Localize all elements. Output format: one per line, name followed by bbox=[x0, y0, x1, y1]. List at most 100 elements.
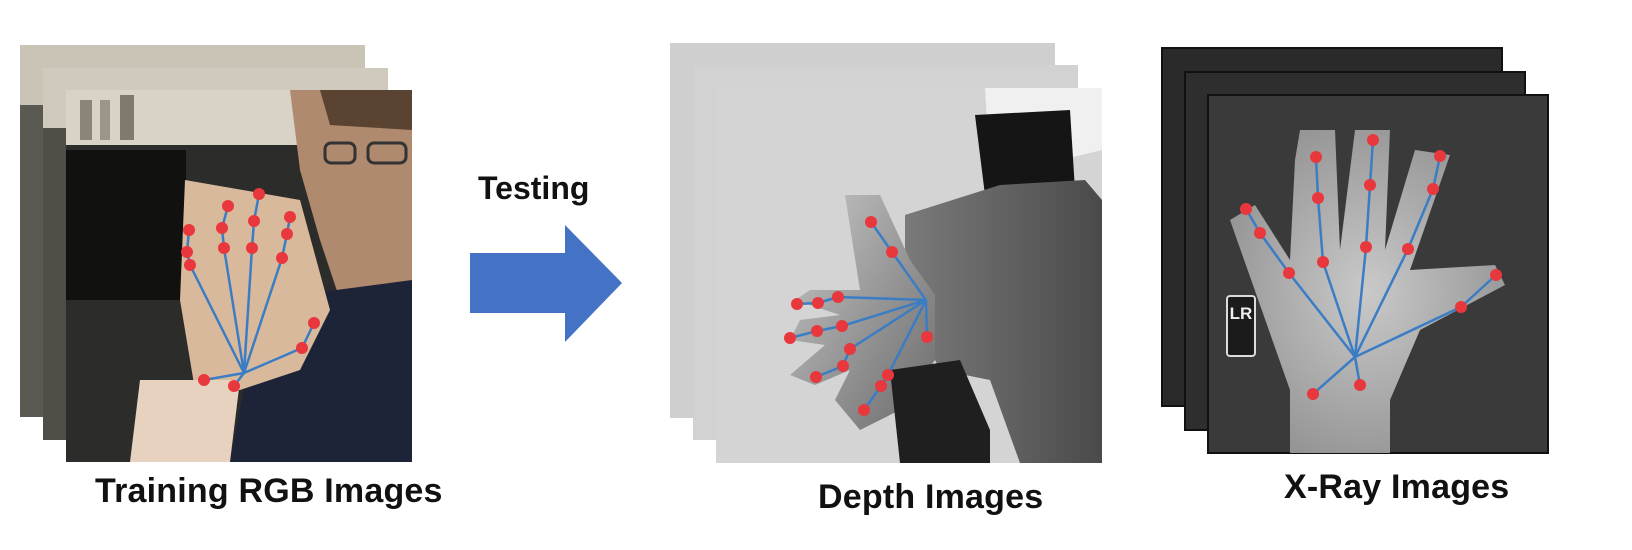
joint-marker bbox=[1307, 388, 1319, 400]
joint-marker bbox=[216, 222, 228, 234]
joint-marker bbox=[181, 246, 193, 258]
bone-line bbox=[1354, 305, 1462, 359]
joint-marker bbox=[1427, 183, 1439, 195]
joint-marker bbox=[886, 246, 898, 258]
joint-marker bbox=[183, 224, 195, 236]
joint-marker bbox=[281, 228, 293, 240]
bone-line bbox=[1460, 274, 1497, 308]
xray-skeleton bbox=[1240, 134, 1502, 400]
joint-marker bbox=[812, 297, 824, 309]
bone-line bbox=[203, 371, 245, 382]
joint-marker bbox=[1240, 203, 1252, 215]
joint-marker bbox=[921, 331, 933, 343]
joint-marker bbox=[1354, 379, 1366, 391]
bone-line bbox=[1406, 188, 1435, 250]
joint-marker bbox=[837, 360, 849, 372]
rgb-front-image bbox=[66, 90, 412, 462]
joint-marker bbox=[308, 317, 320, 329]
bone-line bbox=[924, 299, 929, 338]
joint-marker bbox=[218, 242, 230, 254]
joint-marker bbox=[246, 242, 258, 254]
joint-marker bbox=[1367, 134, 1379, 146]
joint-marker bbox=[1364, 179, 1376, 191]
bone-line bbox=[242, 247, 254, 374]
joint-marker bbox=[276, 252, 288, 264]
testing-arrow bbox=[470, 225, 622, 342]
bone-line bbox=[243, 346, 303, 375]
joint-marker bbox=[1283, 267, 1295, 279]
rgb-caption: Training RGB Images bbox=[95, 472, 443, 510]
bone-line bbox=[841, 298, 927, 328]
bone-line bbox=[1316, 197, 1325, 263]
joint-marker bbox=[1434, 150, 1446, 162]
joint-marker bbox=[198, 374, 210, 386]
joint-marker bbox=[222, 200, 234, 212]
joint-marker bbox=[836, 320, 848, 332]
bone-line bbox=[837, 295, 927, 302]
joint-marker bbox=[791, 298, 803, 310]
joint-marker bbox=[865, 216, 877, 228]
depth-caption: Depth Images bbox=[818, 478, 1044, 516]
joint-marker bbox=[1360, 241, 1372, 253]
bone-line bbox=[1321, 261, 1357, 358]
person-hair bbox=[320, 90, 412, 130]
xray-image-stack bbox=[1161, 47, 1549, 454]
depth-head bbox=[975, 110, 1075, 195]
glasses-right bbox=[366, 141, 408, 165]
joint-marker bbox=[858, 404, 870, 416]
bone-line bbox=[1312, 356, 1356, 395]
bone-line bbox=[1353, 246, 1368, 358]
joint-marker bbox=[1254, 227, 1266, 239]
joint-marker bbox=[1312, 192, 1324, 204]
joint-marker bbox=[810, 371, 822, 383]
bone-line bbox=[222, 247, 246, 374]
joint-marker bbox=[296, 342, 308, 354]
xray-hand bbox=[1230, 130, 1505, 453]
bone-line bbox=[890, 251, 928, 301]
joint-marker bbox=[184, 259, 196, 271]
joint-marker bbox=[248, 215, 260, 227]
arrow-shape bbox=[470, 225, 622, 342]
rgb-shelf-book bbox=[100, 100, 110, 140]
rgb-skeleton bbox=[181, 188, 320, 392]
joint-marker bbox=[832, 291, 844, 303]
joint-marker bbox=[228, 380, 240, 392]
rgb-shelf-book bbox=[120, 95, 134, 140]
joint-marker bbox=[253, 188, 265, 200]
depth-body bbox=[905, 180, 1102, 463]
joint-marker bbox=[811, 325, 823, 337]
bone-line bbox=[886, 299, 928, 376]
joint-marker bbox=[1310, 151, 1322, 163]
forearm bbox=[130, 380, 240, 462]
joint-marker bbox=[882, 369, 894, 381]
bone-line bbox=[1314, 156, 1320, 199]
depth-forearm bbox=[890, 360, 990, 463]
bone-line bbox=[188, 264, 246, 374]
bone-line bbox=[242, 257, 284, 374]
joint-marker bbox=[1402, 243, 1414, 255]
joint-marker bbox=[844, 343, 856, 355]
skeleton-overlays bbox=[181, 134, 1502, 416]
xray-side-marker bbox=[1226, 295, 1256, 357]
arrow-label: Testing bbox=[478, 170, 590, 206]
rgb-dark-region bbox=[66, 150, 186, 300]
bone-line bbox=[849, 298, 927, 351]
xray-caption: X-Ray Images bbox=[1284, 468, 1510, 506]
joint-marker bbox=[1317, 256, 1329, 268]
joint-marker bbox=[875, 380, 887, 392]
joint-marker bbox=[1455, 301, 1467, 313]
joint-marker bbox=[784, 332, 796, 344]
bone-line bbox=[1364, 184, 1372, 248]
glasses-left bbox=[323, 141, 357, 165]
depth-skeleton bbox=[784, 216, 933, 416]
bone-line bbox=[1353, 248, 1410, 358]
rgb-image-stack bbox=[20, 45, 412, 462]
xray-marker-text: LR bbox=[1229, 304, 1253, 323]
bone-line bbox=[1258, 232, 1291, 274]
rgb-shelf-book bbox=[80, 100, 92, 140]
joint-marker bbox=[284, 211, 296, 223]
bone-line bbox=[1368, 139, 1375, 186]
bone-line bbox=[869, 221, 894, 253]
joint-marker bbox=[1490, 269, 1502, 281]
